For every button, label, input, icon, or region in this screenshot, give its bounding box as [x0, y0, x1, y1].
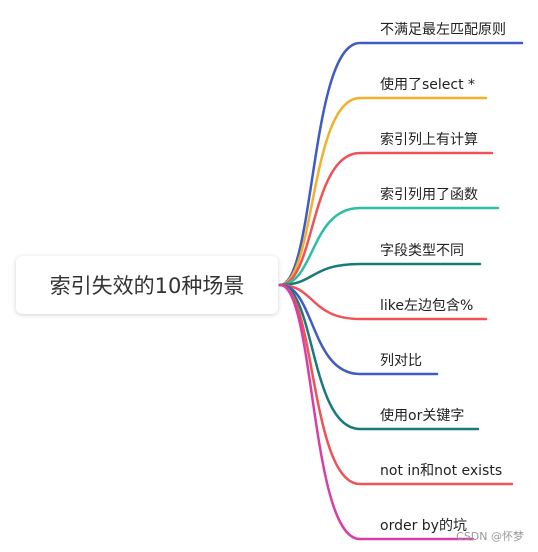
- branch-connector-10: [278, 283, 475, 541]
- branch-node-9[interactable]: not in和not exists: [380, 463, 503, 479]
- branch-connector-8: [278, 283, 480, 431]
- root-node[interactable]: 索引失效的10种场景: [16, 256, 278, 314]
- branch-connector-1: [278, 41, 524, 287]
- watermark: CSDN @怀梦: [456, 530, 524, 543]
- branch-node-4[interactable]: 索引列用了函数: [380, 187, 478, 203]
- branch-node-8[interactable]: 使用or关键字: [380, 408, 465, 424]
- branch-node-7[interactable]: 列对比: [380, 353, 422, 369]
- branch-connector-2: [278, 96, 488, 287]
- branch-connector-5: [278, 262, 482, 287]
- branch-node-5[interactable]: 字段类型不同: [380, 243, 464, 259]
- branch-connector-6: [278, 283, 488, 321]
- branch-node-2[interactable]: 使用了select *: [380, 77, 476, 93]
- branch-node-1[interactable]: 不满足最左匹配原则: [380, 22, 506, 38]
- branch-node-6[interactable]: like左边包含%: [380, 298, 474, 314]
- root-node-label: 索引失效的10种场景: [49, 274, 245, 298]
- branch-connector-4: [278, 206, 500, 287]
- branch-connector-3: [278, 151, 494, 287]
- branch-node-3[interactable]: 索引列上有计算: [380, 132, 478, 148]
- branch-node-10[interactable]: order by的坑: [380, 518, 467, 534]
- branch-connector-7: [278, 283, 439, 376]
